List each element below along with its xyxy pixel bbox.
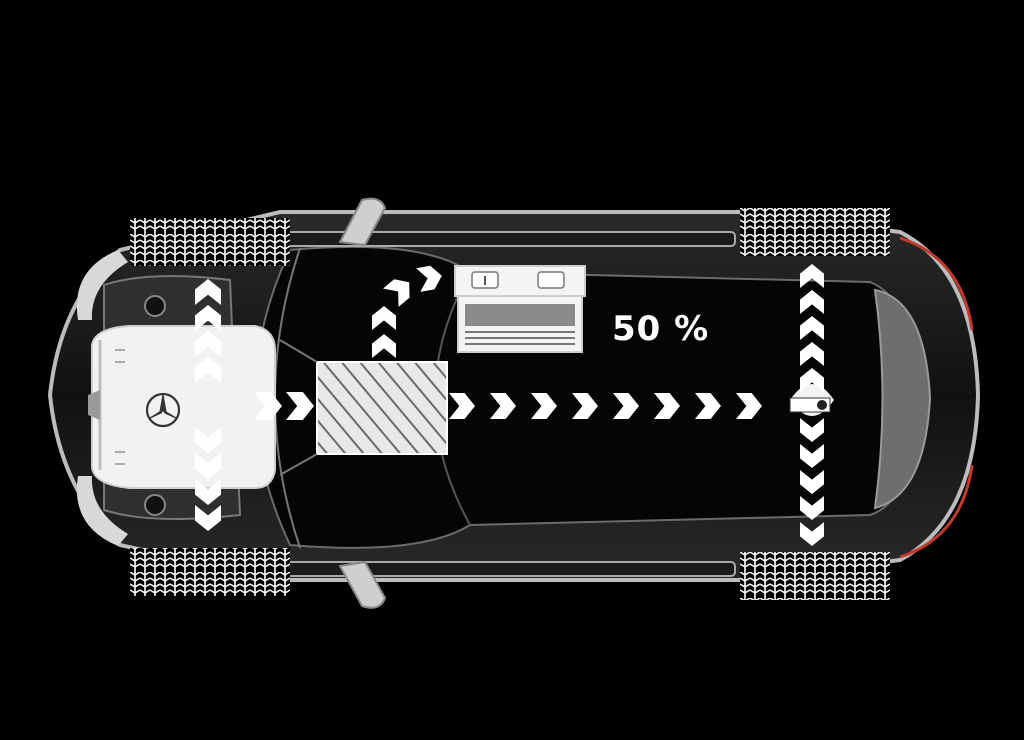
flow-chevron	[800, 496, 824, 520]
tail-light-left	[899, 236, 974, 331]
flow-chevron	[800, 290, 824, 314]
flow-chevron	[800, 342, 824, 366]
flow-chevron	[800, 444, 824, 468]
tire-tread-icon	[740, 208, 890, 256]
energy-flow-arrows	[195, 264, 824, 546]
wheels	[130, 208, 890, 600]
tire-tread-icon	[740, 552, 890, 600]
flow-chevron	[372, 334, 396, 358]
flow-chevron	[490, 393, 516, 419]
battery-pack-icon	[454, 265, 586, 353]
flow-chevron	[254, 392, 282, 420]
flow-chevron	[195, 279, 221, 305]
flow-chevron	[195, 479, 221, 505]
flow-chevron	[531, 393, 557, 419]
flow-chevron	[195, 305, 221, 331]
flow-chevron	[695, 393, 721, 419]
flow-chevron	[383, 279, 410, 307]
flow-chevron	[572, 393, 598, 419]
flow-chevron	[372, 306, 396, 330]
flow-chevron	[800, 316, 824, 340]
flow-chevron	[286, 392, 314, 420]
transmission-box	[316, 361, 448, 455]
flow-chevron	[195, 331, 221, 357]
flow-chevron	[736, 393, 762, 419]
flow-chevron	[416, 265, 442, 292]
flow-chevron	[800, 522, 824, 546]
flow-chevron	[800, 368, 824, 392]
flow-chevron	[195, 427, 221, 453]
flow-chevron	[800, 264, 824, 288]
tire-tread-icon	[130, 218, 290, 266]
flow-chevron	[195, 357, 221, 383]
flow-chevron	[654, 393, 680, 419]
mirror-left	[338, 197, 387, 247]
tail-light-right	[899, 464, 974, 559]
battery-charge-label: 50 %	[612, 309, 710, 349]
mirror-right	[338, 560, 387, 609]
flow-chevron	[613, 393, 639, 419]
flow-chevron	[195, 453, 221, 479]
engine-block-icon	[88, 325, 276, 489]
tire-tread-icon	[130, 548, 290, 596]
flow-chevron	[800, 418, 824, 442]
differential-icon	[789, 384, 834, 416]
flow-chevron	[195, 505, 221, 531]
mercedes-star-icon	[145, 392, 181, 428]
flow-chevron	[449, 393, 475, 419]
flow-chevron	[800, 470, 824, 494]
